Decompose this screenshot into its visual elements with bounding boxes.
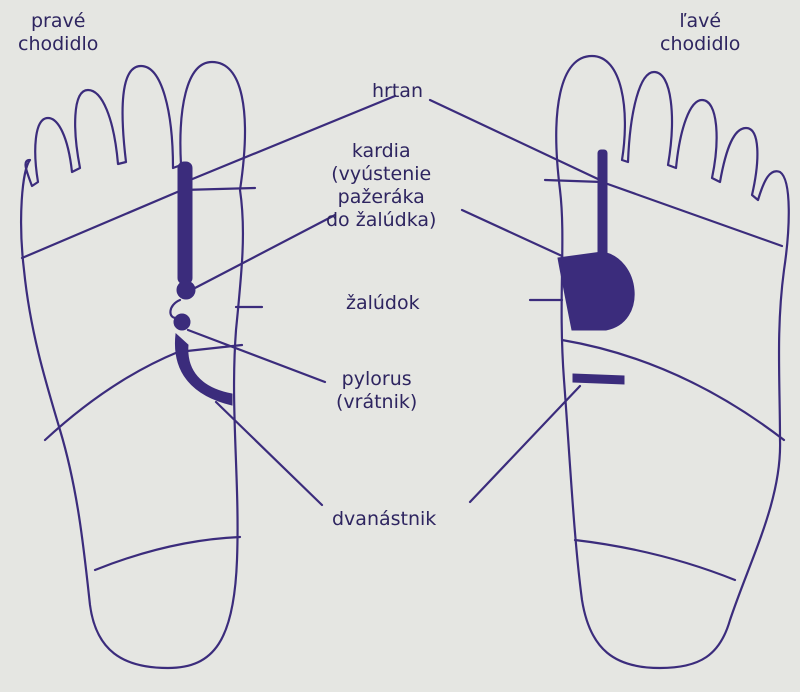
left-foot-line-upper xyxy=(543,178,784,248)
leader-larynx-right xyxy=(188,94,397,182)
leader-cardia-right xyxy=(193,213,337,290)
left-foot-title: ľavé chodidlo xyxy=(660,10,740,56)
label-cardia-line2: (vyústenie xyxy=(331,163,432,185)
right-duodenum xyxy=(174,332,233,406)
left-foot-line-middle xyxy=(560,338,786,442)
right-foot-outline xyxy=(20,60,246,670)
right-foot-line-heel xyxy=(93,535,242,572)
left-pylorus-mark xyxy=(572,373,625,385)
left-foot-title-line1: ľavé xyxy=(679,10,722,32)
left-foot xyxy=(543,54,790,670)
label-cardia: kardia (vyústenie pažeráka do žalúdka) xyxy=(326,140,436,232)
label-duodenum: dvanástnik xyxy=(332,508,437,530)
label-cardia-line4: do žalúdka) xyxy=(326,209,437,231)
right-foot xyxy=(20,60,257,670)
label-stomach: žalúdok xyxy=(346,292,420,314)
left-foot-line-heel xyxy=(573,538,737,582)
leader-duodenum-right xyxy=(214,400,324,507)
right-foot-title-line1: pravé xyxy=(30,10,86,32)
label-cardia-line1: kardia xyxy=(351,140,411,162)
label-pylorus: pylorus (vrátnik) xyxy=(336,368,417,414)
leader-cardia-left xyxy=(460,208,564,258)
right-pylorus-dot xyxy=(173,313,191,331)
label-cardia-line3: pažeráka xyxy=(337,186,425,208)
label-pylorus-line1: pylorus xyxy=(341,368,412,390)
left-stomach xyxy=(557,251,635,331)
right-foot-title-line2: chodidlo xyxy=(18,33,99,55)
label-larynx: hrtan xyxy=(372,80,423,102)
left-foot-title-line2: chodidlo xyxy=(660,33,741,55)
leader-larynx-left xyxy=(428,98,602,182)
right-cardia-dot xyxy=(176,280,196,300)
right-foot-line-middle xyxy=(43,343,244,442)
left-esophagus-bar xyxy=(597,149,608,257)
leader-duodenum-left xyxy=(468,384,582,504)
leader-lines xyxy=(186,94,602,507)
label-pylorus-line2: (vrátnik) xyxy=(336,391,418,413)
right-stomach-outline xyxy=(169,298,182,320)
right-foot-title: pravé chodidlo xyxy=(18,10,98,56)
left-foot-outline xyxy=(555,54,790,670)
leader-pylorus-right xyxy=(186,328,327,384)
right-foot-line-upper xyxy=(20,186,257,260)
